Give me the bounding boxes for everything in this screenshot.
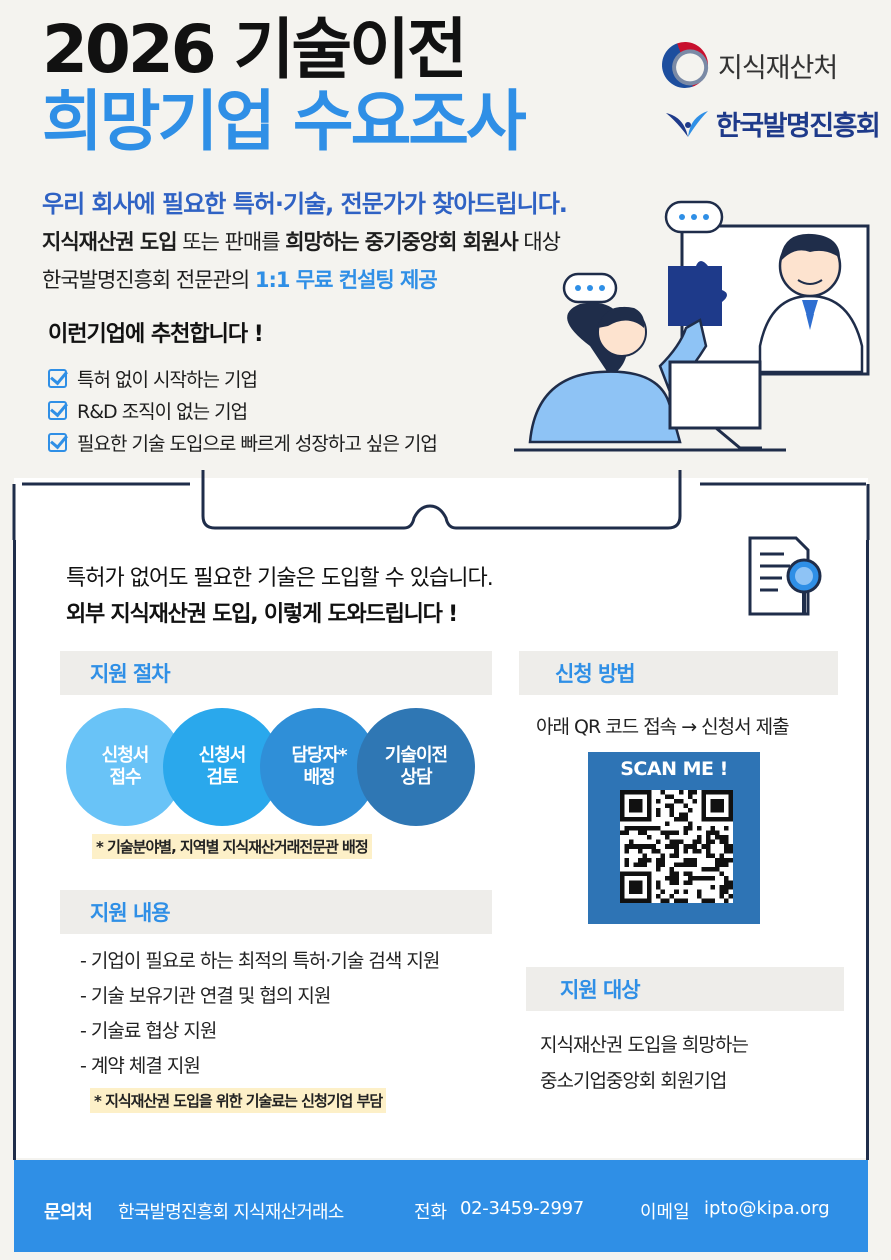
ministry-logo: 지식재산처 <box>655 35 838 95</box>
qr-code[interactable] <box>620 790 733 903</box>
taeguk-emblem-icon <box>655 35 715 95</box>
kipa-logo: 한국발명진흥회 <box>664 104 881 143</box>
panel-intro-bold: 외부 지식재산권 도입, 이렇게 도와드립니다 ! <box>66 602 458 627</box>
checkbox-icon <box>48 432 67 452</box>
recommend-list: 특허 없이 시작하는 기업 R&D 조직이 없는 기업 필요한 기술 도입으로 … <box>48 362 438 458</box>
phone-number[interactable]: 02-3459-2997 <box>460 1198 584 1219</box>
target-line2: 중소기업중앙회 회원기업 <box>540 1070 727 1092</box>
ministry-logo-text: 지식재산처 <box>718 52 838 84</box>
target-line-bold1: 지식재산권 도입 <box>42 230 178 254</box>
support-note: * 지식재산권 도입을 위한 기술료는 신청기업 부담 <box>90 1088 387 1113</box>
list-item: - 기술료 협상 지원 <box>80 1020 217 1042</box>
title-line1: 2026 기술이전 <box>42 11 468 88</box>
support-title: 지원 내용 <box>60 890 492 934</box>
procedure-steps: 신청서 접수 신청서 검토 담당자* 배정 기술이전 상담 <box>66 708 476 826</box>
target-title: 지원 대상 <box>526 967 844 1011</box>
consulting-line: 한국발명진흥회 전문관의 1:1 무료 컨설팅 제공 <box>42 264 438 294</box>
checkbox-icon <box>48 368 67 388</box>
target-line-bold2: 희망하는 중기중앙회 회원사 <box>285 230 518 254</box>
contact-label: 문의처 <box>44 1202 93 1223</box>
scan-label: SCAN ME ! <box>620 758 728 780</box>
apply-instruction: 아래 QR 코드 접속 → 신청서 제출 <box>536 716 790 738</box>
target-line-end: 대상 <box>517 230 561 254</box>
title-line2: 희망기업 수요조사 <box>42 83 527 160</box>
target-line1: 지식재산권 도입을 희망하는 <box>540 1034 749 1056</box>
checkbox-icon <box>48 400 67 420</box>
list-item: - 기술 보유기관 연결 및 협의 지원 <box>80 985 331 1007</box>
qr-modules <box>620 790 733 903</box>
email-label: 이메일 <box>640 1202 690 1223</box>
email-address[interactable]: ipto@kipa.org <box>704 1198 830 1219</box>
target-line: 지식재산권 도입 또는 판매를 희망하는 중기중앙회 회원사 대상 <box>42 226 561 256</box>
step-consult: 기술이전 상담 <box>357 708 475 826</box>
list-item: - 기업이 필요로 하는 최적의 특허·기술 검색 지원 <box>80 950 440 972</box>
consulting-illustration <box>514 200 870 452</box>
panel-frame <box>12 470 870 540</box>
list-item-text: 필요한 기술 도입으로 빠르게 성장하고 싶은 기업 <box>77 432 438 455</box>
document-search-icon <box>748 536 822 616</box>
consulting-line-start: 한국발명진흥회 전문관의 <box>42 268 255 292</box>
panel-right-border <box>866 540 869 1160</box>
list-item: 특허 없이 시작하는 기업 <box>48 362 437 394</box>
list-item-text: 특허 없이 시작하는 기업 <box>77 368 258 391</box>
list-item-text: R&D 조직이 없는 기업 <box>77 400 248 423</box>
support-list: - 기업이 필요로 하는 최적의 특허·기술 검색 지원 - 기술 보유기관 연… <box>80 946 440 1086</box>
procedure-title: 지원 절차 <box>60 651 492 695</box>
target-line-mid: 또는 판매를 <box>176 230 286 254</box>
headline: 우리 회사에 필요한 특허·기술, 전문가가 찾아드립니다. <box>42 190 568 218</box>
contact-footer: 문의처 한국발명진흥회 지식재산거래소 전화 02-3459-2997 이메일 … <box>14 1160 868 1252</box>
list-item: R&D 조직이 없는 기업 <box>48 394 437 426</box>
phone-label: 전화 <box>414 1202 448 1223</box>
consulting-highlight: 1:1 무료 컨설팅 제공 <box>254 268 438 292</box>
procedure-note: * 기술분야별, 지역별 지식재산거래전문관 배정 <box>92 834 372 859</box>
list-item: 필요한 기술 도입으로 빠르게 성장하고 싶은 기업 <box>48 426 438 458</box>
panel-intro: 특허가 없어도 필요한 기술은 도입할 수 있습니다. <box>66 566 494 591</box>
panel-left-border <box>13 540 16 1160</box>
contact-org: 한국발명진흥회 지식재산거래소 <box>118 1202 344 1223</box>
apply-title: 신청 방법 <box>519 651 838 695</box>
recommend-title: 이런기업에 추천합니다 ! <box>48 322 264 347</box>
kipa-emblem-icon <box>666 110 708 137</box>
kipa-logo-text: 한국발명진흥회 <box>716 111 881 142</box>
list-item: - 계약 체결 지원 <box>80 1055 201 1077</box>
